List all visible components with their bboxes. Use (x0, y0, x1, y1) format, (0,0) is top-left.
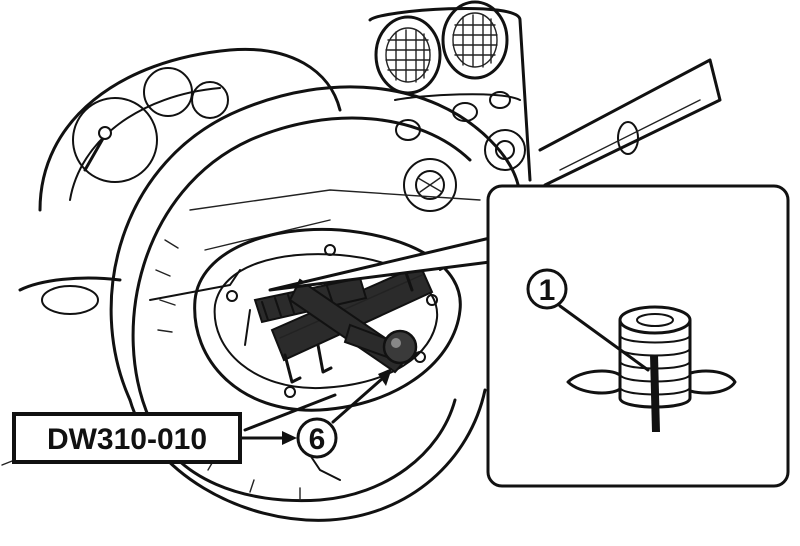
callout-1-circle (526, 268, 568, 310)
detail-alignment-mark (650, 355, 660, 432)
callout-6-number: 6 (309, 423, 326, 456)
air-vent-right (441, 0, 509, 80)
detail-inset: 1 (268, 184, 790, 488)
callout-6-circle (296, 417, 338, 459)
label-arrow (238, 431, 297, 445)
dashboard-illustration (1, 0, 722, 466)
callout-1-number: 1 (539, 274, 556, 307)
tool-label-text: DW310-010 (47, 423, 207, 456)
air-vent-left (374, 15, 442, 95)
callout-6-leaders (243, 368, 392, 432)
puller-tool (244, 263, 434, 384)
tool-label-box: DW310-010 (12, 412, 242, 464)
callout-6: 6 (296, 417, 338, 459)
